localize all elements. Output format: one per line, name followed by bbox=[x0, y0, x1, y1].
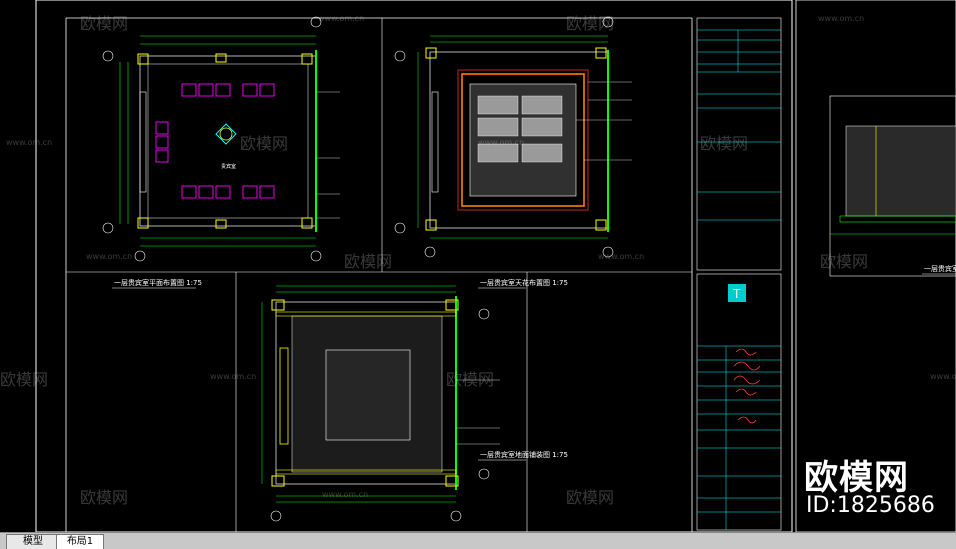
watermark-url: www.om.cn bbox=[818, 14, 865, 23]
watermark-brand: 欧模网 bbox=[80, 14, 129, 33]
cad-model-space[interactable]: 贵宾室 bbox=[0, 0, 956, 532]
title-elevation: 一层贵宾室立面图 bbox=[924, 265, 956, 273]
tab-layout1[interactable]: 布局1 bbox=[56, 534, 104, 549]
watermark-url: www.om.cn bbox=[318, 14, 365, 23]
layout-tab-bar: 模型 布局1 bbox=[0, 532, 956, 549]
watermark-brand: 欧模网 bbox=[566, 14, 615, 33]
watermark-url: www.om.cn bbox=[598, 252, 645, 261]
center-table bbox=[215, 123, 237, 145]
watermark-id: ID:1825686 bbox=[806, 493, 935, 518]
watermark-brand: 欧模网 bbox=[700, 134, 749, 153]
title-block: T bbox=[696, 17, 782, 531]
title-plan-furniture: 一层贵宾室平面布置图 1:75 bbox=[114, 279, 202, 287]
title-ceiling: 一层贵宾室天花布置图 1:75 bbox=[480, 279, 568, 287]
tab-model[interactable]: 模型 bbox=[6, 534, 60, 549]
elevation-drawing bbox=[829, 95, 956, 277]
watermark-brand: 欧模网 bbox=[80, 488, 129, 507]
watermark-brand: 欧模网 bbox=[820, 252, 869, 271]
ceiling-drawing bbox=[394, 16, 632, 289]
watermark-url: www.om.cn bbox=[6, 138, 53, 147]
watermark-brand: 欧模网 bbox=[344, 252, 393, 271]
watermark-url: www.om.cn bbox=[478, 138, 525, 147]
watermark-url: www.om.cn bbox=[930, 372, 956, 381]
svg-text:贵宾室: 贵宾室 bbox=[221, 163, 236, 170]
watermark-url: www.om.cn bbox=[322, 490, 369, 499]
watermark-brand: 欧模网 bbox=[566, 488, 615, 507]
watermark-brand: 欧模网 bbox=[0, 370, 49, 389]
plan-furniture-drawing: 贵宾室 bbox=[102, 16, 340, 289]
watermark-brand: 欧模网 bbox=[446, 370, 495, 389]
watermark-logo: 欧模网 bbox=[804, 458, 909, 498]
watermark-brand: 欧模网 bbox=[240, 134, 289, 153]
svg-text:T: T bbox=[732, 287, 741, 301]
floor-drawing bbox=[261, 285, 526, 522]
watermark-url: www.om.cn bbox=[86, 252, 133, 261]
watermark-url: www.om.cn bbox=[210, 372, 257, 381]
title-floor: 一层贵宾室地面铺装图 1:75 bbox=[480, 451, 568, 459]
